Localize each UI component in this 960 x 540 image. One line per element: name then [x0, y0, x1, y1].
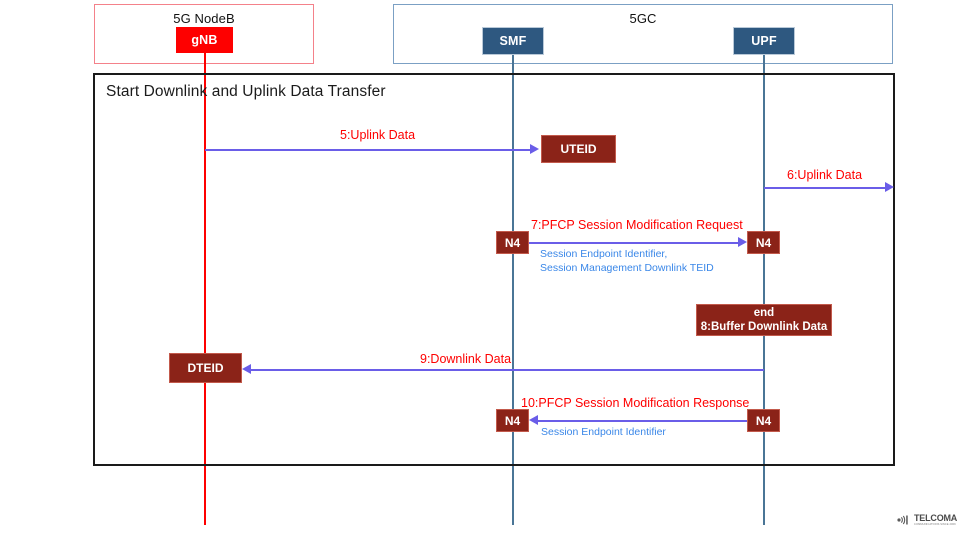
participant-group-label-5gc: 5GC: [629, 11, 657, 26]
sequence-fragment-frame: [93, 73, 895, 466]
arrow-head-right-icon-6: [885, 181, 894, 192]
message-arrow-5-uplink-data: [205, 149, 530, 151]
message-sub-10-line-1: Session Endpoint Identifier: [541, 426, 666, 438]
message-sub-7-line-1: Session Endpoint Identifier,: [540, 248, 668, 260]
message-sub-7-line-2: Session Management Downlink TEID: [540, 262, 714, 274]
interface-box-n4-upf-request[interactable]: N4: [747, 231, 780, 254]
note-box-8-prefix: end: [753, 307, 775, 319]
fragment-title: Start Downlink and Uplink Data Transfer: [106, 83, 386, 100]
note-box-8-label: 8:Buffer Downlink Data: [700, 321, 828, 333]
message-arrow-6-uplink-data: [764, 187, 885, 189]
note-box-8-buffer-downlink-data[interactable]: end 8:Buffer Downlink Data: [696, 304, 832, 336]
arrow-head-left-icon-10: [529, 414, 538, 425]
logo-text-block: TELCOMA COMMUNICATIONS SINCE 2009: [914, 514, 957, 527]
endpoint-box-dteid[interactable]: DTEID: [169, 353, 242, 383]
logo-name: TELCOMA: [914, 513, 958, 523]
message-arrow-10-pfcp-response: [538, 420, 747, 422]
lifeline-gnb: [204, 53, 206, 525]
message-label-10-pfcp-session-modification-response: 10:PFCP Session Modification Response: [521, 396, 750, 410]
interface-box-n4-upf-response[interactable]: N4: [747, 409, 780, 432]
logo-tagline: COMMUNICATIONS SINCE 2009: [914, 523, 956, 526]
endpoint-box-uteid[interactable]: UTEID: [541, 135, 616, 163]
interface-box-n4-smf-request[interactable]: N4: [496, 231, 529, 254]
node-chip-smf[interactable]: SMF: [482, 27, 544, 55]
arrow-head-right-icon-5: [530, 143, 539, 154]
participant-group-label-5g-nodeb: 5G NodeB: [173, 11, 235, 26]
arrow-head-right-icon-7: [738, 236, 747, 247]
message-label-9-downlink-data: 9:Downlink Data: [420, 352, 512, 366]
signal-waves-icon: [897, 515, 908, 525]
message-arrow-9-downlink-data: [251, 369, 764, 371]
telcoma-logo: TELCOMA COMMUNICATIONS SINCE 2009: [896, 514, 957, 527]
message-label-7-pfcp-session-modification-request: 7:PFCP Session Modification Request: [531, 218, 743, 232]
message-label-5-uplink-data: 5:Uplink Data: [340, 128, 416, 142]
arrow-head-left-icon-9: [242, 363, 251, 374]
lifeline-upf: [763, 55, 765, 525]
lifeline-smf: [512, 55, 514, 525]
participant-group-5gc: 5GC: [393, 4, 893, 64]
interface-box-n4-smf-response[interactable]: N4: [496, 409, 529, 432]
node-chip-upf[interactable]: UPF: [733, 27, 795, 55]
node-chip-gnb[interactable]: gNB: [176, 27, 233, 53]
message-label-6-uplink-data: 6:Uplink Data: [787, 168, 863, 182]
message-arrow-7-pfcp-request: [529, 242, 738, 244]
